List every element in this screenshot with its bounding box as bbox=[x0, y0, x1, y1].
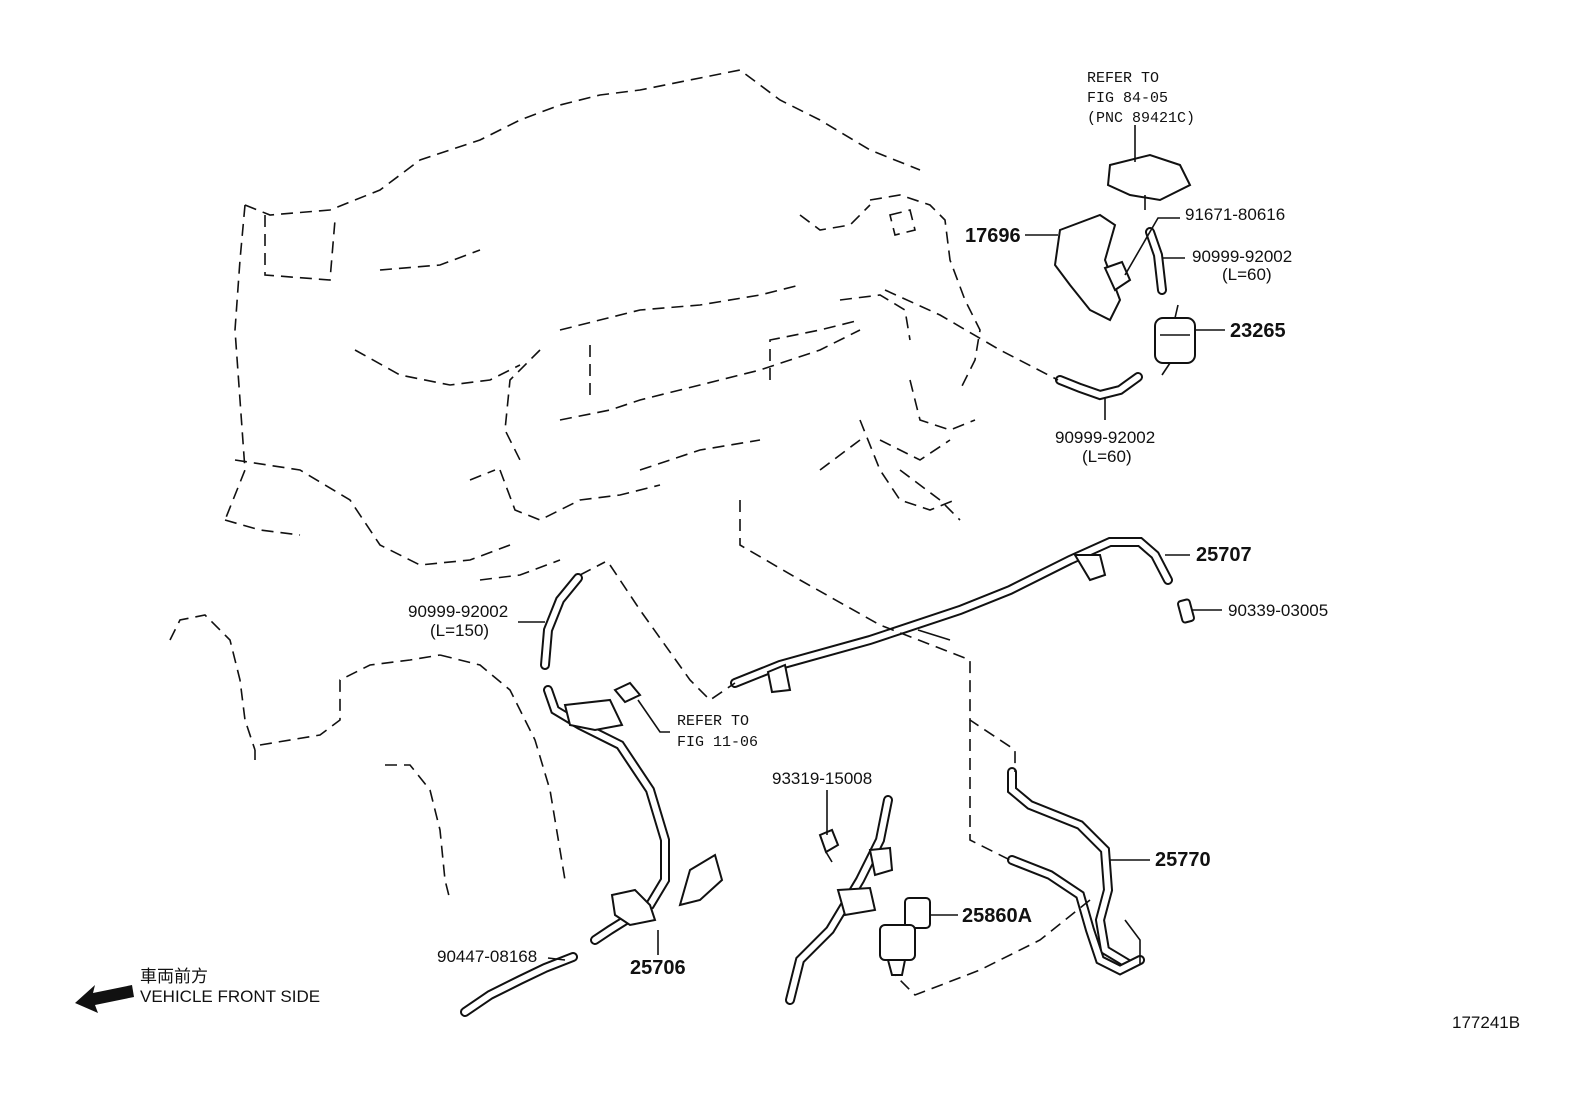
vacuum-pipe-25706 bbox=[543, 685, 724, 945]
leader-lines bbox=[518, 125, 1225, 961]
label-17696: 17696 bbox=[965, 225, 1021, 247]
label-90999-mid-length: (L=60) bbox=[1082, 447, 1132, 466]
refer-11-line1: REFER TO bbox=[677, 713, 749, 730]
label-91671: 91671-80616 bbox=[1185, 205, 1285, 224]
hose-90999-mid bbox=[1055, 372, 1143, 401]
label-90999-mid: 90999-92002 bbox=[1055, 428, 1155, 447]
refer-11-line2: FIG 11-06 bbox=[677, 734, 758, 751]
vsv-bracket bbox=[785, 795, 894, 1005]
label-23265: 23265 bbox=[1230, 320, 1286, 342]
hose-90999-top bbox=[1145, 227, 1167, 295]
diagram-number: 177241B bbox=[1452, 1013, 1520, 1032]
routing-lines bbox=[579, 289, 1091, 996]
vacuum-pipe-25707 bbox=[730, 537, 1173, 694]
hose-90999-left bbox=[540, 573, 583, 670]
bolt-refer-11-06 bbox=[613, 681, 642, 704]
hose-joint-90339 bbox=[1177, 598, 1195, 624]
label-90999-left: 90999-92002 bbox=[408, 602, 508, 621]
transmission-outline bbox=[169, 614, 566, 901]
bracket-17696 bbox=[1053, 213, 1132, 322]
vacuum-hose-25770 bbox=[1007, 767, 1145, 976]
vacuum-sensor bbox=[1106, 153, 1192, 210]
hose-90447 bbox=[460, 952, 578, 1017]
vsv-25860a bbox=[879, 897, 931, 976]
label-25707: 25707 bbox=[1196, 544, 1252, 566]
bolt-93319 bbox=[818, 828, 840, 863]
label-25770: 25770 bbox=[1155, 849, 1211, 871]
refer-84-line1: REFER TO bbox=[1087, 70, 1159, 87]
label-90999-top: 90999-92002 bbox=[1192, 247, 1292, 266]
filter-23265 bbox=[1154, 304, 1196, 376]
refer-84-line3: (PNC 89421C) bbox=[1087, 110, 1195, 127]
engine-outline bbox=[224, 69, 981, 581]
direction-english: VEHICLE FRONT SIDE bbox=[140, 987, 320, 1006]
label-90999-top-length: (L=60) bbox=[1222, 265, 1272, 284]
label-90447: 90447-08168 bbox=[437, 947, 537, 966]
label-93319: 93319-15008 bbox=[772, 769, 872, 788]
label-25860a: 25860A bbox=[962, 905, 1032, 927]
label-25706: 25706 bbox=[630, 957, 686, 979]
refer-84-line2: FIG 84-05 bbox=[1087, 90, 1168, 107]
label-90999-left-length: (L=150) bbox=[430, 621, 489, 640]
front-arrow-icon bbox=[75, 985, 134, 1013]
direction-japanese: 車両前方 bbox=[140, 967, 208, 986]
label-90339: 90339-03005 bbox=[1228, 601, 1328, 620]
